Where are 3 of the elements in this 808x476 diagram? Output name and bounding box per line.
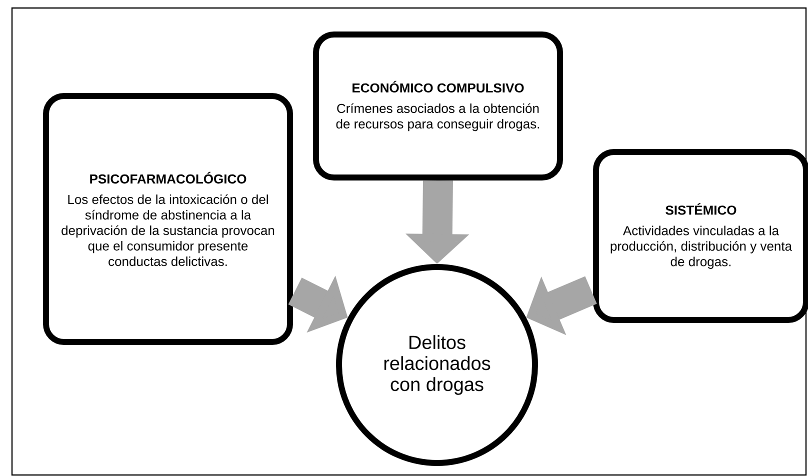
category-box: SISTÉMICO Actividades vinculadas a la producción, distribución y venta de drogas. [593, 149, 808, 323]
category-box: PSICOFARMACOLÓGICO Los efectos de la intoxicación o del síndrome de abstinencia a la deprivación de la sustancia provocan que el consumidor presente conductas delictivas. [43, 93, 293, 345]
category-box: ECONÓMICO COMPULSIVO Crímenes asociados a la obtención de recursos para conseguir drogas. [313, 32, 563, 180]
